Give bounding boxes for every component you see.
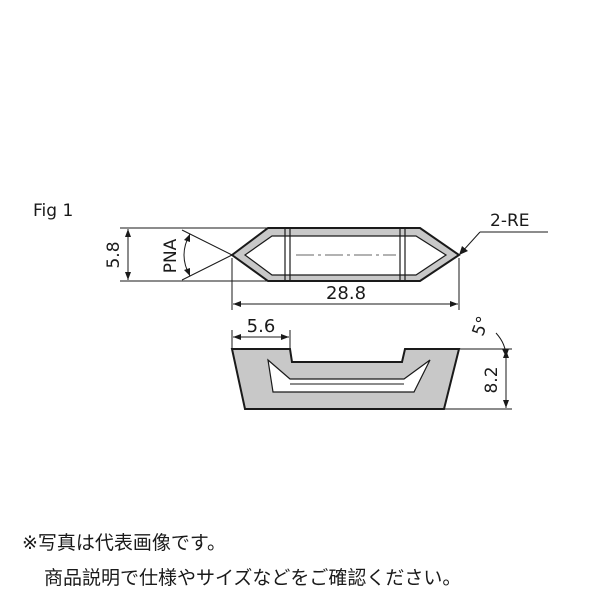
angle-leg-upper (181, 229, 233, 256)
top-width-label: 5.6 (247, 316, 276, 337)
top-width-arrow-left (233, 334, 241, 340)
length-arrow-left (233, 301, 241, 307)
figure-label: Fig 1 (33, 201, 73, 221)
height-arrow-up (125, 229, 131, 237)
top-view: 5.8 PNA 2-RE 28.8 (104, 211, 548, 310)
height-dimension-label: 5.8 (104, 241, 124, 268)
angle-arrow-down (184, 268, 190, 276)
note-check-specs: 商品説明で仕様やサイズなどをご確認ください。 (44, 567, 462, 589)
angle-label: PNA (161, 238, 181, 273)
depth-arrow-up (503, 350, 509, 358)
length-dimension-label: 28.8 (326, 283, 366, 304)
length-arrow-right (450, 301, 458, 307)
depth-dimension-label: 8.2 (482, 366, 502, 393)
note-representative-image: ※写真は代表画像です。 (22, 532, 227, 554)
top-width-arrow-right (281, 334, 289, 340)
insert-top-face (243, 235, 448, 276)
side-view: 5.6 5° 8.2 (230, 314, 512, 410)
depth-arrow-down (503, 400, 509, 408)
corner-arrow (459, 246, 468, 255)
corner-radius-label: 2-RE (490, 211, 530, 231)
relief-angle-label: 5° (469, 314, 494, 339)
angle-leg-lower (181, 254, 233, 281)
angle-arrow-up (184, 234, 190, 242)
height-arrow-down (125, 272, 131, 280)
